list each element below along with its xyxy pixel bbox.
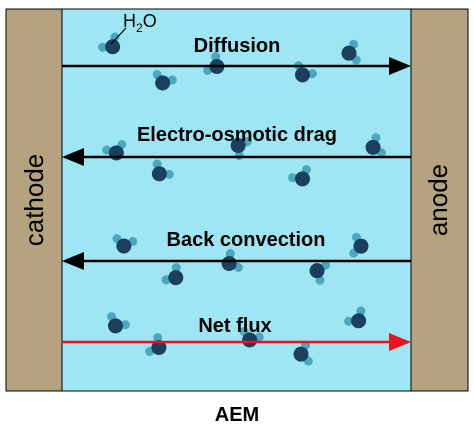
- back-convection-label: Back convection: [167, 229, 326, 251]
- water-molecule: [152, 70, 177, 91]
- flux-arrows: [62, 57, 411, 351]
- diffusion-arrowhead: [389, 57, 411, 75]
- diffusion-label: Diffusion: [194, 35, 281, 57]
- back-convection-arrowhead: [62, 252, 84, 270]
- aem-label: AEM: [215, 404, 259, 426]
- electro-osmotic-drag-label: Electro-osmotic drag: [137, 124, 337, 146]
- water-molecule: [239, 327, 264, 348]
- water-molecule: [349, 232, 369, 258]
- water-molecule: [309, 260, 330, 285]
- net-flux-arrowhead: [389, 333, 411, 351]
- anode-electrode: [410, 8, 469, 392]
- water-molecule: [98, 32, 121, 55]
- water-molecule: [161, 263, 184, 286]
- water-molecule: [145, 333, 167, 356]
- water-molecule: [294, 61, 317, 83]
- electro-osmotic-drag-arrowhead: [62, 148, 84, 166]
- water-molecules: [98, 32, 386, 366]
- cathode-label: cathode: [19, 154, 49, 247]
- h2o-label: H2O: [123, 11, 157, 35]
- water-molecule: [344, 306, 367, 329]
- anode-label: anode: [423, 164, 453, 236]
- water-molecule: [365, 133, 386, 158]
- water-molecule: [341, 39, 361, 65]
- water-molecule: [112, 234, 138, 254]
- h2o-label-subscript: 2: [136, 21, 143, 35]
- net-flux-label: Net flux: [198, 315, 271, 337]
- h2o-label-h: H: [123, 11, 136, 31]
- cathode-electrode: [5, 8, 63, 392]
- water-molecule: [107, 312, 130, 334]
- water-molecule: [288, 165, 311, 187]
- water-molecule: [151, 159, 174, 182]
- h2o-label-o: O: [143, 11, 157, 31]
- h2o-leader-line: [110, 27, 127, 45]
- water-molecule: [230, 137, 252, 160]
